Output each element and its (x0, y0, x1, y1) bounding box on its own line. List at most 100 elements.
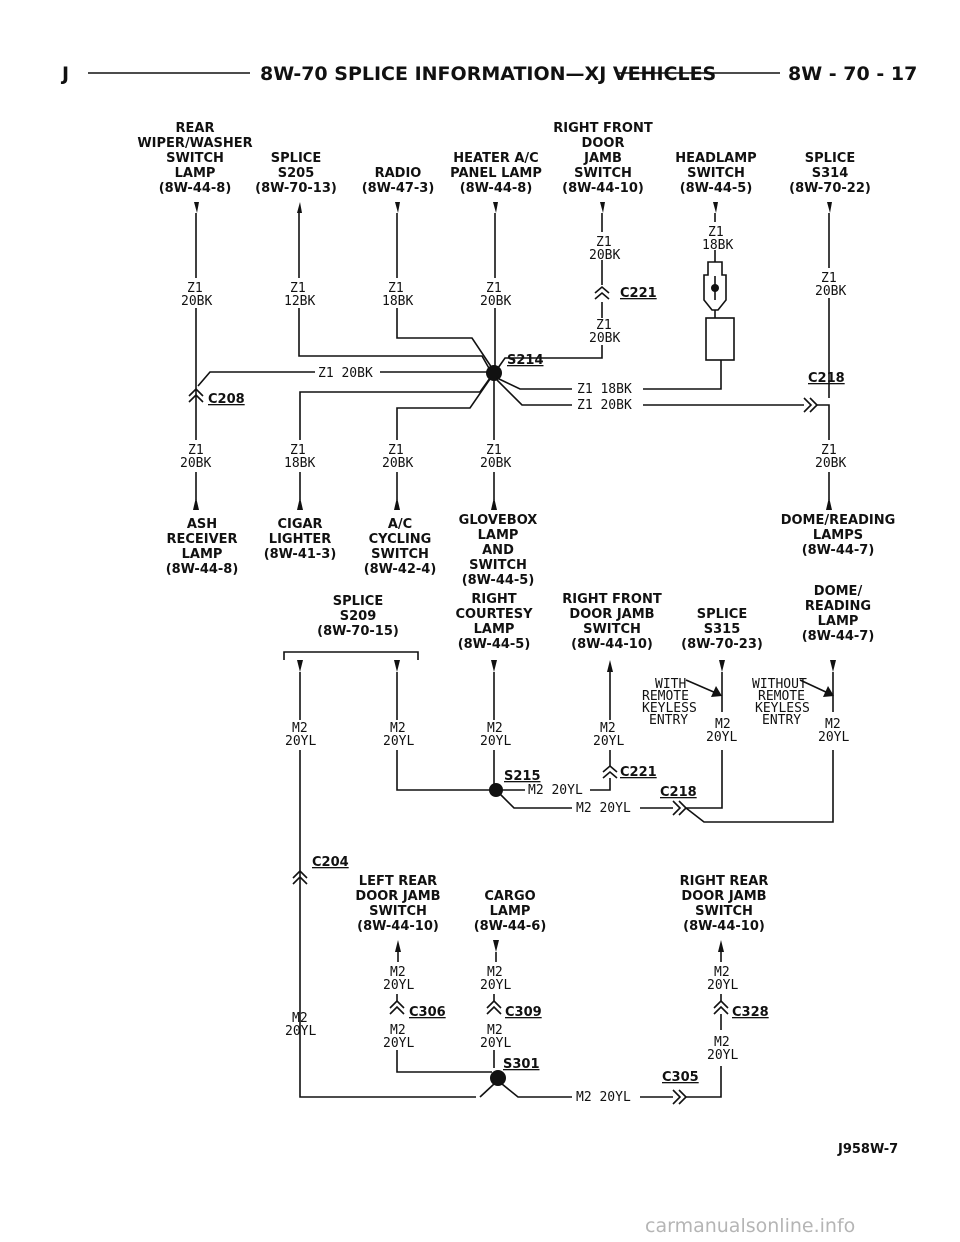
svg-text:SWITCH: SWITCH (371, 547, 429, 562)
section3-text: M2 20YL M2 20YL M2 20YL M2 20YL M2 20YL … (285, 965, 738, 1105)
svg-text:(8W-41-3): (8W-41-3) (264, 547, 337, 562)
svg-text:20YL: 20YL (383, 978, 414, 993)
svg-text:(8W-44-5): (8W-44-5) (458, 637, 531, 652)
svg-text:20YL: 20YL (285, 734, 316, 749)
svg-text:Z1: Z1 (388, 443, 404, 458)
svg-text:WIPER/WASHER: WIPER/WASHER (137, 136, 252, 151)
svg-text:20BK: 20BK (589, 331, 620, 346)
svg-text:RECEIVER: RECEIVER (166, 532, 237, 547)
svg-text:M2: M2 (487, 1023, 503, 1038)
svg-text:Z1: Z1 (596, 318, 612, 333)
svg-text:20YL: 20YL (285, 1024, 316, 1039)
section2-text: WITH REMOTE KEYLESS ENTRY WITHOUT REMOTE… (285, 677, 849, 816)
svg-text:S205: S205 (278, 166, 315, 181)
dome-reading-lamps-label: DOME/READING LAMPS (8W-44-7) (781, 513, 896, 558)
svg-text:M2 20YL: M2 20YL (528, 783, 583, 798)
svg-text:REAR: REAR (176, 121, 215, 136)
svg-text:20YL: 20YL (383, 734, 414, 749)
connector-c306: C306 (409, 1005, 446, 1020)
svg-text:DOME/: DOME/ (814, 584, 863, 599)
svg-text:M2: M2 (487, 721, 503, 736)
svg-text:LAMP: LAMP (490, 904, 531, 919)
ash-receiver-label: ASH RECEIVER LAMP (8W-44-8) (166, 517, 239, 577)
svg-text:Z1: Z1 (596, 235, 612, 250)
svg-text:COURTESY: COURTESY (455, 607, 533, 622)
svg-text:20YL: 20YL (707, 1048, 738, 1063)
header-left: J (60, 63, 69, 85)
svg-text:REMOTE: REMOTE (758, 689, 805, 704)
splice-s205-label: SPLICE S205 (8W-70-13) (255, 151, 337, 196)
heater-ac-label: HEATER A/C PANEL LAMP (8W-44-8) (450, 151, 542, 196)
svg-text:LAMP: LAMP (474, 622, 515, 637)
cargo-lamp-label: CARGO LAMP (8W-44-6) (474, 889, 547, 934)
svg-text:M2: M2 (292, 721, 308, 736)
svg-text:RIGHT FRONT: RIGHT FRONT (553, 121, 653, 136)
svg-text:RIGHT REAR: RIGHT REAR (680, 874, 769, 889)
glovebox-label: GLOVEBOX LAMP AND SWITCH (8W-44-5) (459, 513, 538, 588)
svg-text:18BK: 18BK (382, 294, 413, 309)
svg-text:Z1: Z1 (188, 443, 204, 458)
svg-text:Z1 20BK: Z1 20BK (318, 366, 373, 381)
svg-text:M2: M2 (714, 1035, 730, 1050)
svg-text:(8W-44-5): (8W-44-5) (462, 573, 535, 588)
page-title: 8W-70 SPLICE INFORMATION—XJ VEHICLES (260, 63, 716, 85)
svg-text:RADIO: RADIO (375, 166, 422, 181)
svg-text:20BK: 20BK (815, 456, 846, 471)
svg-text:LAMP: LAMP (818, 614, 859, 629)
connector-c328: C328 (732, 1005, 769, 1020)
svg-text:Z1: Z1 (388, 281, 404, 296)
splice-s215: S215 (504, 769, 541, 784)
svg-text:(8W-44-10): (8W-44-10) (357, 919, 439, 934)
svg-text:RIGHT: RIGHT (471, 592, 516, 607)
mid-wiring (193, 472, 832, 510)
svg-text:Z1: Z1 (708, 225, 724, 240)
svg-text:Z1: Z1 (486, 443, 502, 458)
svg-text:LAMPS: LAMPS (813, 528, 863, 543)
svg-text:SWITCH: SWITCH (695, 904, 753, 919)
svg-text:KEYLESS: KEYLESS (642, 701, 697, 716)
svg-text:DOOR JAMB: DOOR JAMB (569, 607, 654, 622)
svg-text:M2: M2 (714, 965, 730, 980)
svg-text:REMOTE: REMOTE (642, 689, 689, 704)
svg-text:20YL: 20YL (383, 1036, 414, 1051)
right-courtesy-label: RIGHT COURTESY LAMP (8W-44-5) (455, 592, 533, 652)
svg-text:Z1: Z1 (821, 271, 837, 286)
watermark: carmanualsonline.info (645, 1215, 855, 1237)
svg-text:(8W-44-10): (8W-44-10) (571, 637, 653, 652)
connector-c204: C204 (312, 855, 349, 870)
svg-text:SPLICE: SPLICE (333, 594, 383, 609)
svg-text:12BK: 12BK (284, 294, 315, 309)
svg-text:M2: M2 (390, 965, 406, 980)
svg-text:M2: M2 (825, 717, 841, 732)
svg-text:WITHOUT: WITHOUT (752, 677, 807, 692)
svg-text:SWITCH: SWITCH (469, 558, 527, 573)
svg-text:20YL: 20YL (480, 734, 511, 749)
svg-text:READING: READING (805, 599, 871, 614)
svg-text:(8W-70-15): (8W-70-15) (317, 624, 399, 639)
svg-text:M2: M2 (390, 721, 406, 736)
svg-text:20BK: 20BK (181, 294, 212, 309)
rear-wiper-label: REAR WIPER/WASHER SWITCH LAMP (8W-44-8) (137, 121, 252, 196)
dome-reading-lamp-label: DOME/ READING LAMP (8W-44-7) (802, 584, 875, 644)
svg-text:CARGO: CARGO (484, 889, 535, 904)
svg-text:WITH: WITH (655, 677, 686, 692)
svg-text:SWITCH: SWITCH (574, 166, 632, 181)
svg-text:SPLICE: SPLICE (271, 151, 321, 166)
splice-s315-label: SPLICE S315 (8W-70-23) (681, 607, 763, 652)
svg-text:Z1: Z1 (821, 443, 837, 458)
svg-text:(8W-70-23): (8W-70-23) (681, 637, 763, 652)
svg-text:Z1: Z1 (290, 281, 306, 296)
svg-text:(8W-47-3): (8W-47-3) (362, 181, 435, 196)
svg-text:JAMB: JAMB (583, 151, 622, 166)
splice-s209-label: SPLICE S209 (8W-70-15) (317, 594, 399, 639)
svg-text:20YL: 20YL (480, 978, 511, 993)
svg-text:20BK: 20BK (815, 284, 846, 299)
svg-text:PANEL LAMP: PANEL LAMP (450, 166, 542, 181)
svg-text:M2: M2 (715, 717, 731, 732)
page-number: 8W - 70 - 17 (788, 63, 917, 85)
svg-text:LAMP: LAMP (182, 547, 223, 562)
svg-text:(8W-44-7): (8W-44-7) (802, 629, 875, 644)
ac-cycling-label: A/C CYCLING SWITCH (8W-42-4) (364, 517, 437, 577)
svg-text:(8W-42-4): (8W-42-4) (364, 562, 437, 577)
